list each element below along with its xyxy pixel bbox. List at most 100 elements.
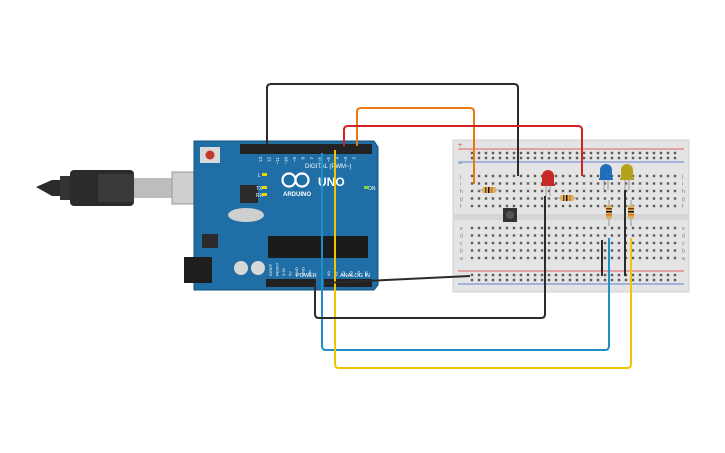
breadboard-hole[interactable] — [505, 204, 509, 208]
usb-cable[interactable] — [36, 170, 209, 206]
breadboard-hole[interactable] — [519, 249, 523, 252]
breadboard-hole[interactable] — [652, 182, 656, 185]
breadboard-hole[interactable] — [617, 182, 621, 185]
breadboard-hole[interactable] — [533, 197, 537, 200]
breadboard-hole[interactable] — [617, 151, 621, 155]
breadboard-hole[interactable] — [505, 273, 509, 277]
breadboard-hole[interactable] — [645, 249, 649, 252]
breadboard-hole[interactable] — [519, 278, 523, 282]
breadboard-hole[interactable] — [589, 234, 593, 237]
breadboard-hole[interactable] — [659, 204, 663, 208]
breadboard-hole[interactable] — [554, 234, 558, 237]
breadboard-hole[interactable] — [568, 182, 572, 185]
breadboard-hole[interactable] — [547, 278, 551, 282]
breadboard-hole[interactable] — [470, 182, 474, 185]
breadboard-hole[interactable] — [645, 204, 649, 208]
breadboard-hole[interactable] — [652, 273, 656, 277]
breadboard-hole[interactable] — [603, 204, 607, 208]
breadboard-hole[interactable] — [617, 189, 621, 193]
breadboard-hole[interactable] — [582, 273, 586, 277]
breadboard-hole[interactable] — [603, 273, 607, 277]
wires[interactable] — [266, 83, 632, 369]
breadboard-hole[interactable] — [533, 189, 537, 193]
breadboard-hole[interactable] — [631, 241, 635, 245]
breadboard-hole[interactable] — [477, 182, 481, 185]
breadboard-hole[interactable] — [673, 278, 677, 282]
breadboard-hole[interactable] — [519, 197, 523, 200]
breadboard-hole[interactable] — [631, 197, 635, 200]
breadboard-hole[interactable] — [610, 249, 614, 252]
breadboard-hole[interactable] — [505, 256, 509, 260]
breadboard-hole[interactable] — [470, 189, 474, 193]
breadboard-hole[interactable] — [477, 156, 481, 160]
breadboard-hole[interactable] — [617, 256, 621, 260]
breadboard-hole[interactable] — [498, 204, 502, 208]
breadboard-hole[interactable] — [512, 256, 516, 260]
arduino-board[interactable]: ARDUINO UNO DIGITAL (PWM~) POWER ANALOG … — [184, 140, 379, 291]
breadboard-hole[interactable] — [582, 174, 586, 178]
wire-black-bottom[interactable] — [314, 196, 546, 319]
breadboard-hole[interactable] — [589, 241, 593, 245]
breadboard-hole[interactable] — [589, 249, 593, 252]
breadboard-hole[interactable] — [645, 234, 649, 237]
blue-led[interactable] — [599, 164, 613, 190]
breadboard-hole[interactable] — [554, 151, 558, 155]
breadboard-hole[interactable] — [652, 174, 656, 178]
breadboard-hole[interactable] — [526, 151, 530, 155]
breadboard-hole[interactable] — [568, 273, 572, 277]
breadboard-hole[interactable] — [652, 278, 656, 282]
breadboard-hole[interactable] — [491, 256, 495, 260]
breadboard-hole[interactable] — [477, 234, 481, 237]
breadboard-hole[interactable] — [519, 174, 523, 178]
breadboard-hole[interactable] — [575, 241, 579, 245]
breadboard-hole[interactable] — [673, 204, 677, 208]
breadboard-hole[interactable] — [547, 189, 551, 193]
breadboard-hole[interactable] — [540, 234, 544, 237]
breadboard-hole[interactable] — [666, 278, 670, 282]
breadboard-hole[interactable] — [589, 226, 593, 230]
breadboard-hole[interactable] — [582, 234, 586, 237]
breadboard-hole[interactable] — [631, 249, 635, 252]
yellow-led[interactable] — [620, 164, 634, 190]
breadboard-hole[interactable] — [596, 189, 600, 193]
resistor-1[interactable] — [478, 187, 500, 193]
breadboard-hole[interactable] — [589, 204, 593, 208]
breadboard-hole[interactable] — [659, 174, 663, 178]
breadboard-hole[interactable] — [673, 156, 677, 160]
breadboard-hole[interactable] — [603, 278, 607, 282]
breadboard-hole[interactable] — [568, 249, 572, 252]
breadboard-hole[interactable] — [512, 273, 516, 277]
breadboard-hole[interactable] — [659, 197, 663, 200]
breadboard-hole[interactable] — [547, 241, 551, 245]
breadboard-hole[interactable] — [505, 197, 509, 200]
breadboard-hole[interactable] — [645, 278, 649, 282]
breadboard-hole[interactable] — [610, 234, 614, 237]
breadboard-hole[interactable] — [631, 256, 635, 260]
breadboard-hole[interactable] — [526, 156, 530, 160]
breadboard-hole[interactable] — [491, 156, 495, 160]
breadboard-hole[interactable] — [561, 278, 565, 282]
breadboard-hole[interactable] — [512, 151, 516, 155]
breadboard-hole[interactable] — [610, 204, 614, 208]
breadboard-hole[interactable] — [638, 197, 642, 200]
breadboard-hole[interactable] — [596, 204, 600, 208]
breadboard-hole[interactable] — [498, 182, 502, 185]
breadboard-hole[interactable] — [603, 234, 607, 237]
wire-red[interactable] — [343, 125, 583, 176]
breadboard-hole[interactable] — [505, 241, 509, 245]
breadboard-hole[interactable] — [610, 226, 614, 230]
breadboard-hole[interactable] — [540, 156, 544, 160]
breadboard-hole[interactable] — [589, 197, 593, 200]
breadboard-hole[interactable] — [498, 256, 502, 260]
breadboard-hole[interactable] — [617, 226, 621, 230]
breadboard-hole[interactable] — [652, 197, 656, 200]
breadboard-hole[interactable] — [554, 204, 558, 208]
breadboard-hole[interactable] — [498, 249, 502, 252]
breadboard-hole[interactable] — [526, 278, 530, 282]
breadboard-hole[interactable] — [659, 226, 663, 230]
breadboard-hole[interactable] — [666, 249, 670, 252]
breadboard-hole[interactable] — [498, 189, 502, 193]
breadboard-hole[interactable] — [610, 189, 614, 193]
breadboard-hole[interactable] — [610, 182, 614, 185]
